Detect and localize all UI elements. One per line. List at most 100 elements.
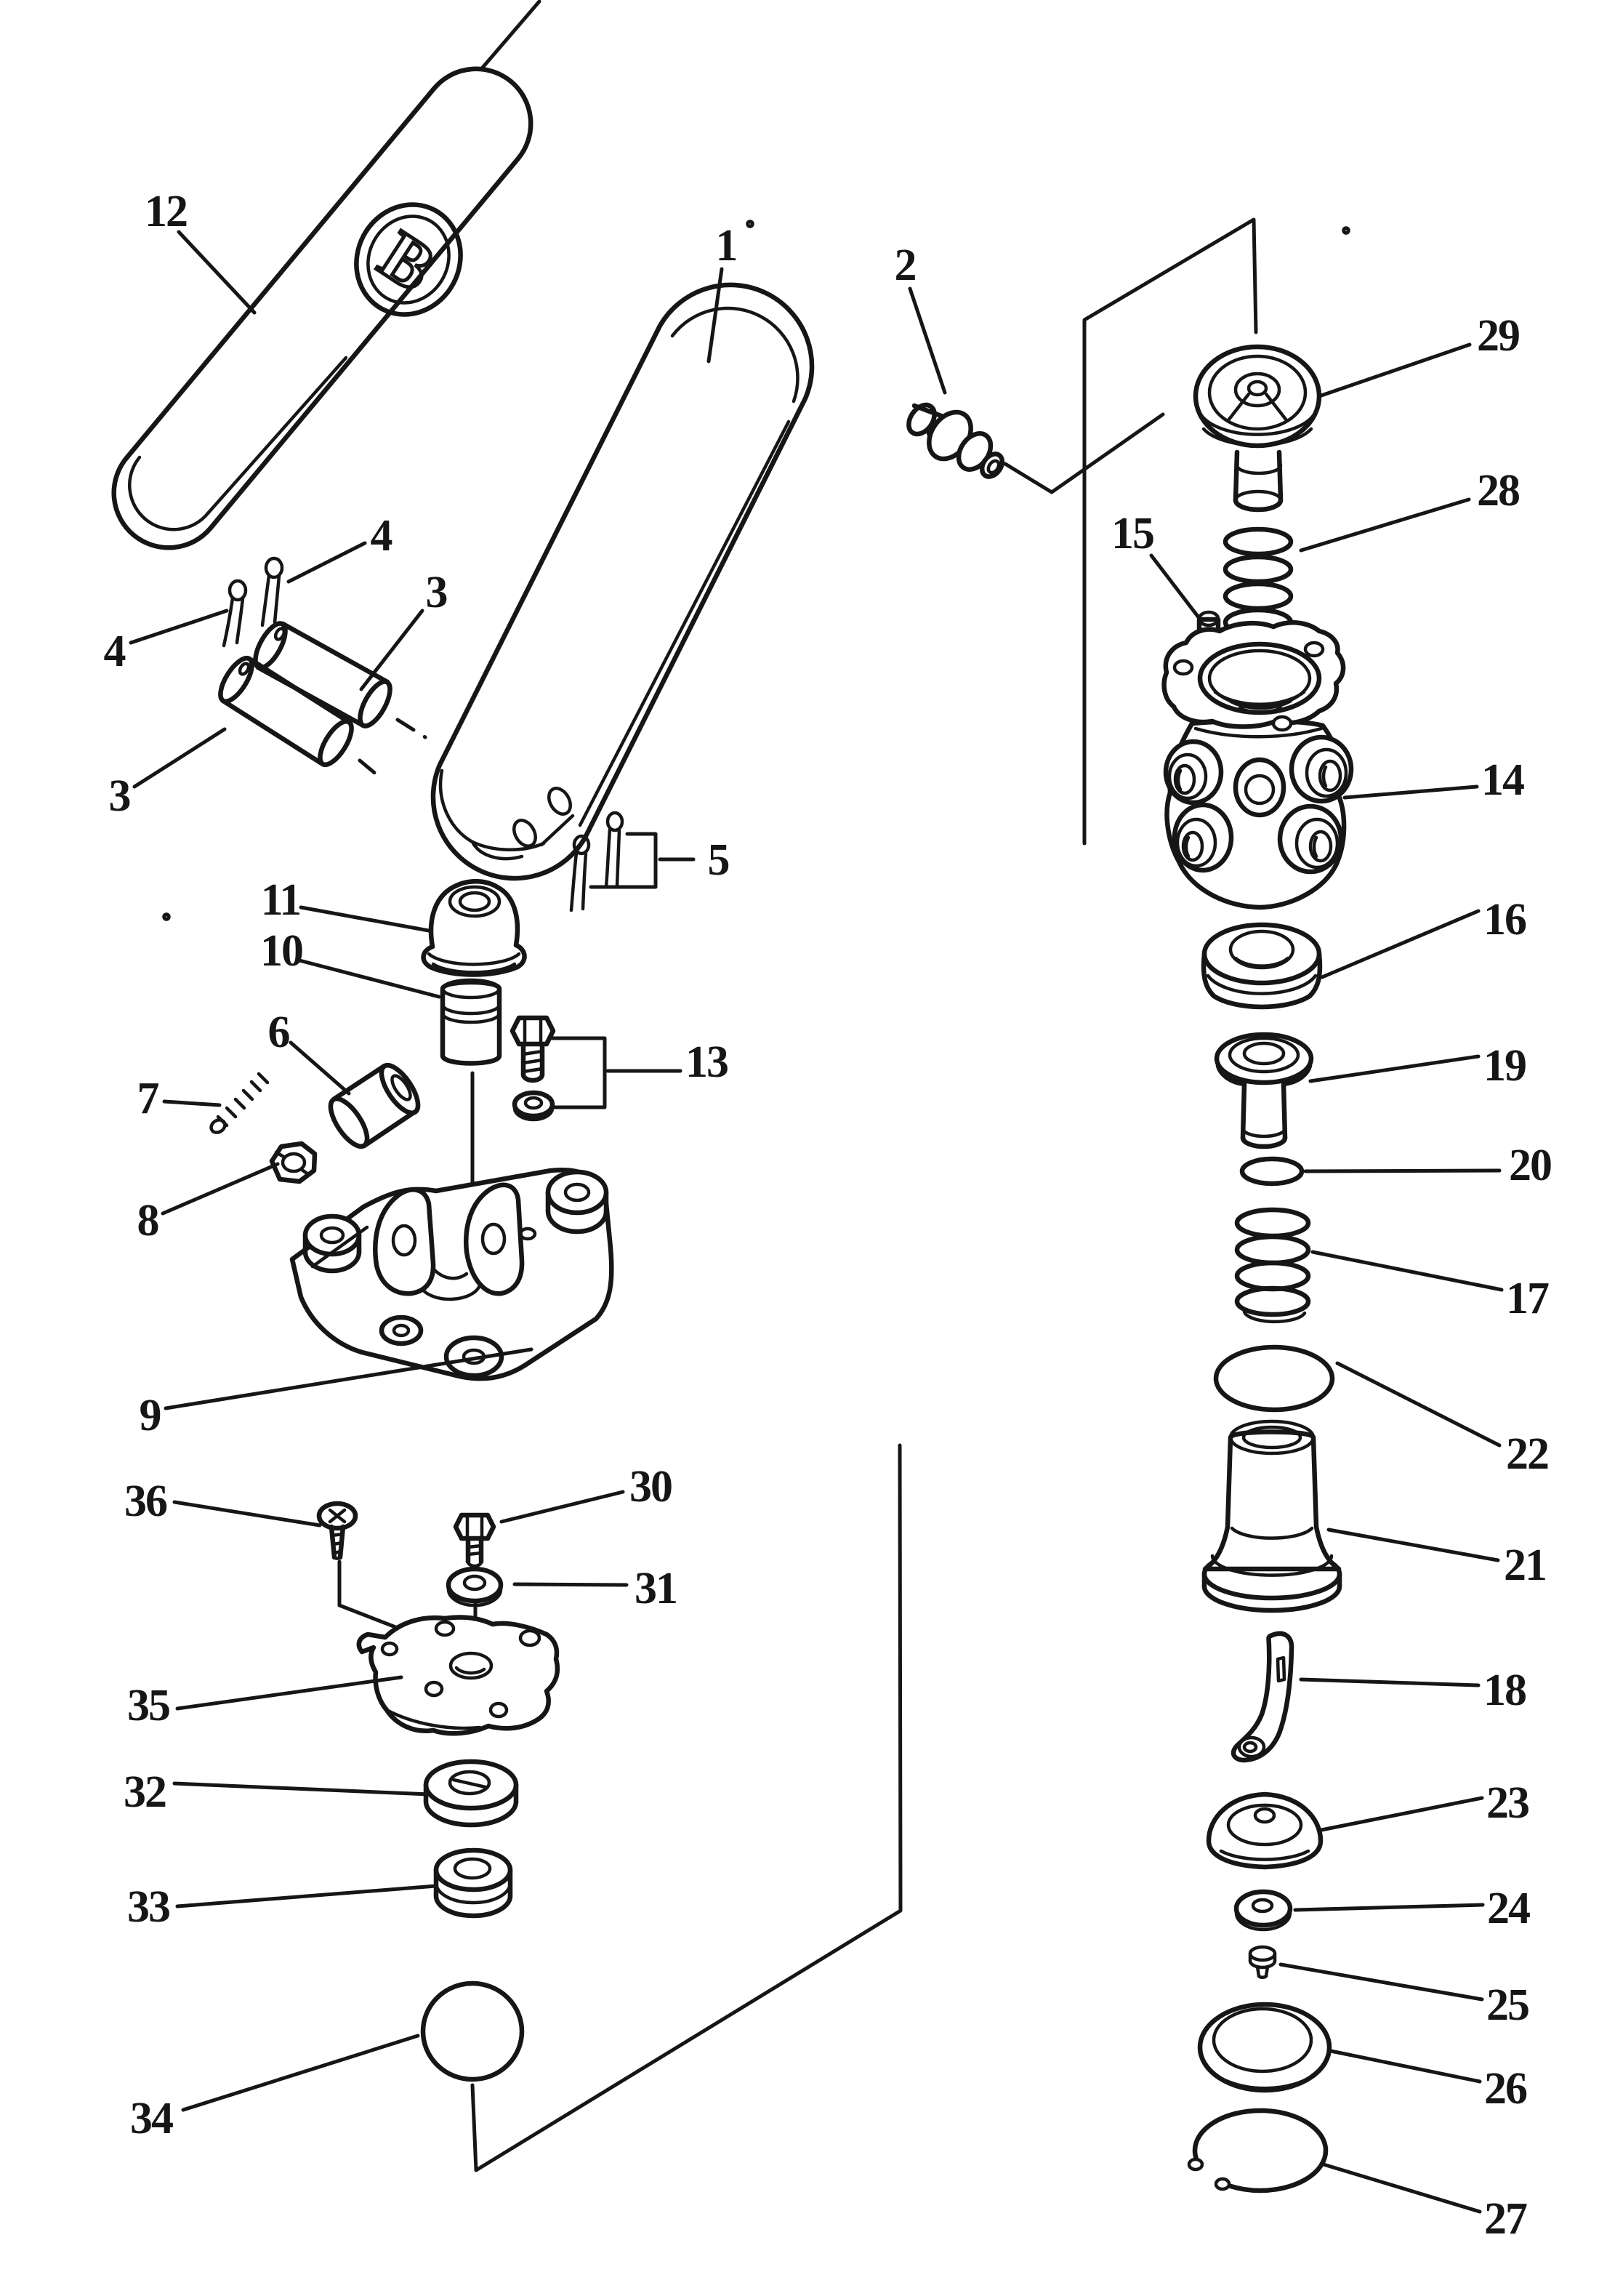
- callout-label-2: 2: [895, 241, 916, 290]
- piston-10: [440, 978, 502, 1066]
- cotter-pin-4b: [260, 556, 284, 627]
- callout-label-29: 29: [1477, 311, 1519, 361]
- bracket-boss-rear-right: [545, 1169, 609, 1235]
- washer-24: [1233, 1889, 1293, 1932]
- callout-label-28: 28: [1477, 466, 1519, 515]
- callout-label-7: 7: [137, 1074, 159, 1123]
- callout-10: 10: [260, 926, 441, 999]
- hex-bolt-30: [453, 1512, 496, 1568]
- callout-label-16: 16: [1483, 895, 1526, 944]
- callout-label-23: 23: [1486, 1778, 1529, 1828]
- callout-3: 3: [109, 727, 227, 821]
- callout-leader-21: [1326, 1528, 1500, 1562]
- callout-leader-16: [1320, 909, 1481, 979]
- callout-23: 23: [1319, 1778, 1530, 1832]
- callout-leader-3: [132, 727, 227, 789]
- pin-3a-insert-dash: [395, 718, 427, 739]
- seal-ring-26: [1197, 2002, 1332, 2093]
- callout-label-3: 3: [109, 771, 130, 821]
- callout-leader-7: [162, 1099, 222, 1107]
- callout-leader-36: [172, 1500, 322, 1528]
- callout-5: 5: [658, 835, 730, 885]
- callout-label-14: 14: [1481, 755, 1524, 805]
- callout-leader-27: [1321, 2162, 1482, 2214]
- callout-label-24: 24: [1487, 1884, 1530, 1933]
- callout-22: 22: [1335, 1361, 1550, 1479]
- spring-17: [1234, 1207, 1311, 1324]
- callout-leader-17: [1310, 1250, 1504, 1292]
- callout-leader-25: [1278, 1962, 1484, 2002]
- callout-leader-1: [706, 267, 724, 364]
- callout-4: 4: [104, 609, 229, 676]
- valve-port-upper-left: [1163, 739, 1224, 806]
- callout-label-19: 19: [1483, 1041, 1526, 1091]
- callout-label-12: 12: [145, 187, 187, 236]
- callout-label-36: 36: [124, 1477, 167, 1526]
- callout-1: 1: [706, 221, 738, 364]
- bushing-33: [433, 1847, 513, 1919]
- flat-screw-36: [316, 1501, 358, 1560]
- callout-25: 25: [1278, 1962, 1530, 2030]
- cover-assembly-fold: [470, 1443, 903, 2172]
- cover-plate-35: [356, 1615, 560, 1736]
- cotter-pin-4a: [222, 579, 248, 648]
- washer-32: [423, 1759, 519, 1828]
- callout-32: 32: [124, 1767, 432, 1817]
- callout-leader-12: [177, 230, 257, 315]
- callout-leader-8: [161, 1162, 280, 1216]
- callout-4: 4: [286, 511, 394, 584]
- callout-label-15: 15: [1111, 509, 1153, 558]
- sleeve-21: [1201, 1419, 1342, 1613]
- callout-leader-22: [1335, 1361, 1502, 1448]
- callout-3: 3: [359, 568, 448, 691]
- callout-label-4: 4: [371, 511, 392, 561]
- callout-leader-29: [1317, 342, 1472, 398]
- callout-label-9: 9: [140, 1391, 161, 1440]
- callout-label-6: 6: [268, 1008, 290, 1057]
- callout-6: 6: [268, 1008, 351, 1096]
- callout-34: 34: [130, 2034, 420, 2143]
- callout-leader-31: [512, 1582, 629, 1587]
- callout-leader-30: [499, 1490, 625, 1524]
- callout-24: 24: [1293, 1884, 1531, 1933]
- callout-18: 18: [1299, 1666, 1527, 1715]
- valve-port-upper-right: [1289, 734, 1354, 804]
- plug-2: [906, 402, 1005, 479]
- callout-label-32: 32: [124, 1767, 166, 1817]
- callout-17: 17: [1310, 1250, 1550, 1323]
- callout-7: 7: [137, 1074, 222, 1123]
- screw-25: [1248, 1945, 1277, 1980]
- diaphragm-cap-29: [1193, 344, 1322, 513]
- callout-label-20: 20: [1509, 1141, 1551, 1190]
- valve-port-lower-left: [1172, 802, 1234, 873]
- callout-label-17: 17: [1506, 1274, 1549, 1323]
- nut-8: [269, 1141, 318, 1184]
- callout-2: 2: [895, 241, 947, 395]
- callout-26: 26: [1329, 2049, 1529, 2114]
- callout-leader-14: [1342, 784, 1479, 800]
- callout-label-11: 11: [261, 875, 301, 925]
- valve-body-14: [1161, 620, 1354, 910]
- callout-8: 8: [137, 1162, 280, 1245]
- callout-14: 14: [1342, 755, 1526, 805]
- callout-leader-4: [286, 541, 367, 584]
- snap-ring-27: [1187, 2108, 1329, 2193]
- valve-port-center: [1233, 757, 1286, 818]
- bracket-ear-right: [464, 1182, 525, 1296]
- callout-leader-33: [175, 1884, 438, 1908]
- spacer-6: [328, 1063, 421, 1149]
- callout-36: 36: [124, 1477, 322, 1528]
- pedal-pad-12: B: [111, 66, 533, 550]
- callout-label-27: 27: [1484, 2194, 1527, 2244]
- cotter-pin-5b: [604, 811, 624, 889]
- callout-leader-32: [172, 1781, 432, 1797]
- callout-leader-34: [181, 2034, 420, 2112]
- callout-13: 13: [605, 1037, 729, 1087]
- callout-19: 19: [1308, 1041, 1527, 1091]
- callout-label-25: 25: [1486, 1980, 1529, 2030]
- callout-leader-6: [289, 1040, 351, 1096]
- callout-leader-35: [175, 1675, 403, 1711]
- plunger-guide-19: [1214, 1032, 1314, 1149]
- callout-label-34: 34: [130, 2094, 173, 2143]
